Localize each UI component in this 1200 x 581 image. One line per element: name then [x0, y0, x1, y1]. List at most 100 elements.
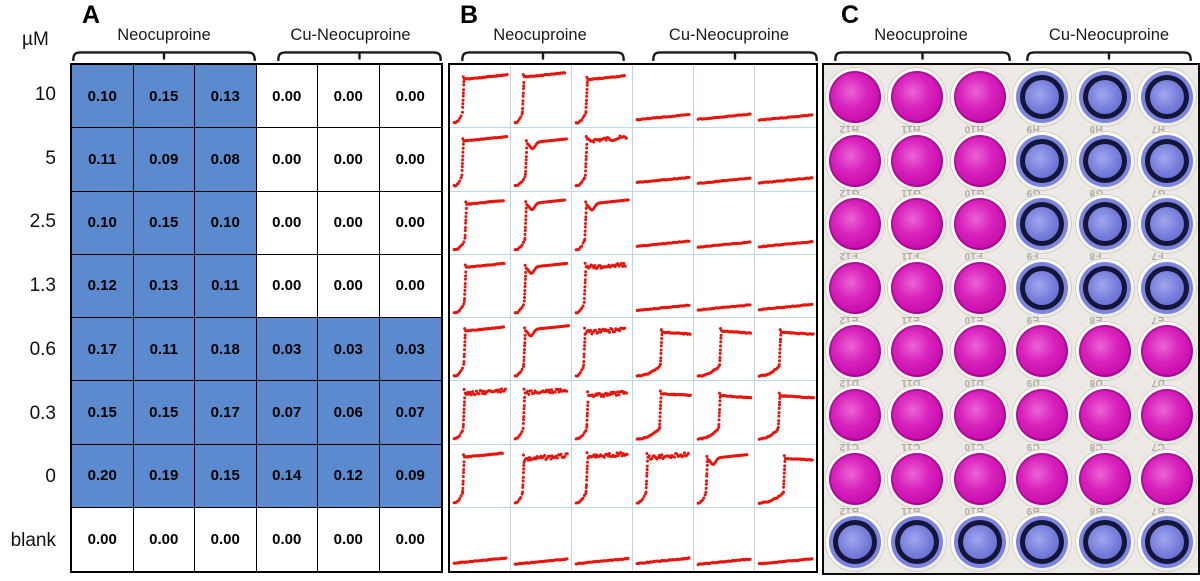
kinetic-trace-cell: [450, 381, 511, 445]
plate-well: [1013, 322, 1072, 381]
magenta-liquid: [891, 198, 944, 251]
plate-well: [826, 449, 884, 508]
trace-sparkline: [757, 239, 814, 248]
plate-well: [1138, 68, 1196, 126]
value-cell: 0.00: [395, 530, 425, 548]
liquid-core: [1150, 525, 1184, 560]
plate-well: [950, 131, 1009, 190]
trace-sparkline: [696, 557, 752, 566]
row-label-2.5: 2.5: [29, 211, 56, 233]
value-cell: 0.13: [133, 254, 195, 318]
liquid-core: [1087, 143, 1122, 178]
plate-well: [1138, 258, 1196, 317]
blue-liquid: [1078, 134, 1131, 187]
value-cell: 0.03: [379, 318, 441, 382]
row-label-0: 0: [45, 466, 56, 488]
brace-icon: [834, 51, 1011, 62]
row-label-blank: blank: [10, 530, 56, 552]
brace-icon: [277, 47, 442, 66]
kinetic-trace-cell: [694, 254, 755, 318]
value-cell: 0.18: [195, 318, 257, 382]
magenta-liquid: [1016, 389, 1069, 441]
value-cell: 0.15: [133, 191, 195, 255]
value-cell: 0.00: [195, 507, 257, 571]
trace-sparkline: [574, 134, 628, 188]
plate-well: [1075, 68, 1134, 126]
liquid-core: [1087, 80, 1122, 114]
plate-well: [826, 322, 884, 381]
magenta-liquid: [1016, 325, 1069, 378]
magenta-liquid: [953, 134, 1006, 187]
kinetic-trace-cell: [633, 318, 694, 382]
brace-icon: [277, 51, 442, 62]
magenta-liquid: [891, 71, 944, 123]
plate-well: [1138, 513, 1196, 572]
panel-a-group2-label: Cu-Neocuproine: [290, 26, 411, 44]
plate-well: [888, 131, 947, 190]
brace-icon: [834, 47, 1011, 66]
plate-well: [1138, 322, 1196, 381]
liquid-core: [1150, 270, 1184, 305]
magenta-liquid: [829, 261, 881, 314]
kinetic-trace-cell: [694, 507, 755, 571]
magenta-liquid: [891, 452, 944, 505]
row-label-1.3: 1.3: [29, 275, 56, 297]
blue-liquid: [1016, 516, 1069, 569]
kinetic-trace-cell: [511, 318, 572, 382]
blue-liquid: [1141, 516, 1193, 569]
value-cell: 0.19: [133, 444, 195, 508]
kinetic-trace-cell: [694, 191, 755, 255]
value-cell: 0.11: [72, 128, 134, 192]
plate-well: [888, 513, 947, 572]
trace-sparkline: [452, 387, 507, 441]
panel-b-group1-label: Neocuproine: [493, 26, 587, 44]
row-label-0.3: 0.3: [29, 402, 56, 424]
kinetic-trace-cell: [511, 191, 572, 255]
blue-liquid: [1141, 71, 1193, 123]
value-cell: 0.11: [133, 318, 195, 382]
kinetic-trace-cell: [633, 65, 694, 129]
trace-sparkline: [513, 197, 567, 251]
value-cell: 0.00: [318, 65, 380, 129]
panel-c-letter: C: [841, 1, 860, 29]
plate-well: [888, 322, 947, 381]
unit-label: µM: [22, 29, 49, 50]
trace-sparkline: [513, 261, 569, 315]
value-cell: 0.00: [256, 65, 318, 129]
value-cell: 0.20: [72, 444, 134, 508]
kinetic-trace-cell: [633, 381, 694, 445]
value-cell: 0.17: [195, 381, 257, 445]
trace-sparkline: [452, 451, 504, 504]
magenta-liquid: [1016, 452, 1069, 505]
blue-liquid: [1078, 261, 1131, 314]
plate-well: [1013, 449, 1072, 508]
blue-liquid: [1141, 198, 1193, 251]
trace-sparkline: [757, 391, 816, 442]
liquid-core: [1150, 80, 1184, 114]
trace-sparkline: [513, 387, 569, 441]
kinetic-trace-cell: [511, 444, 572, 508]
liquid-core: [1087, 525, 1122, 560]
trace-sparkline: [696, 452, 749, 505]
kinetic-trace-cell: [572, 254, 633, 318]
kinetic-trace-cell: [572, 381, 633, 445]
plate-well: [888, 386, 947, 444]
trace-sparkline: [574, 450, 629, 505]
blue-liquid: [1141, 261, 1193, 314]
kinetic-trace-cell: [755, 318, 816, 382]
brace-icon: [1026, 51, 1192, 62]
kinetic-trace-cell: [755, 381, 816, 445]
value-cell: 0.08: [195, 128, 257, 192]
value-cell: 0.13: [195, 65, 257, 129]
trace-sparkline: [452, 135, 509, 188]
trace-sparkline: [513, 557, 569, 566]
trace-sparkline: [696, 327, 753, 378]
value-cell: 0.11: [195, 254, 257, 318]
kinetic-trace-cell: [450, 444, 511, 508]
magenta-liquid: [1141, 452, 1193, 505]
kinetic-trace-cell: [755, 192, 816, 255]
plate-well: [826, 131, 884, 190]
kinetic-trace-cell: [633, 128, 694, 192]
plate-well: [888, 195, 947, 254]
